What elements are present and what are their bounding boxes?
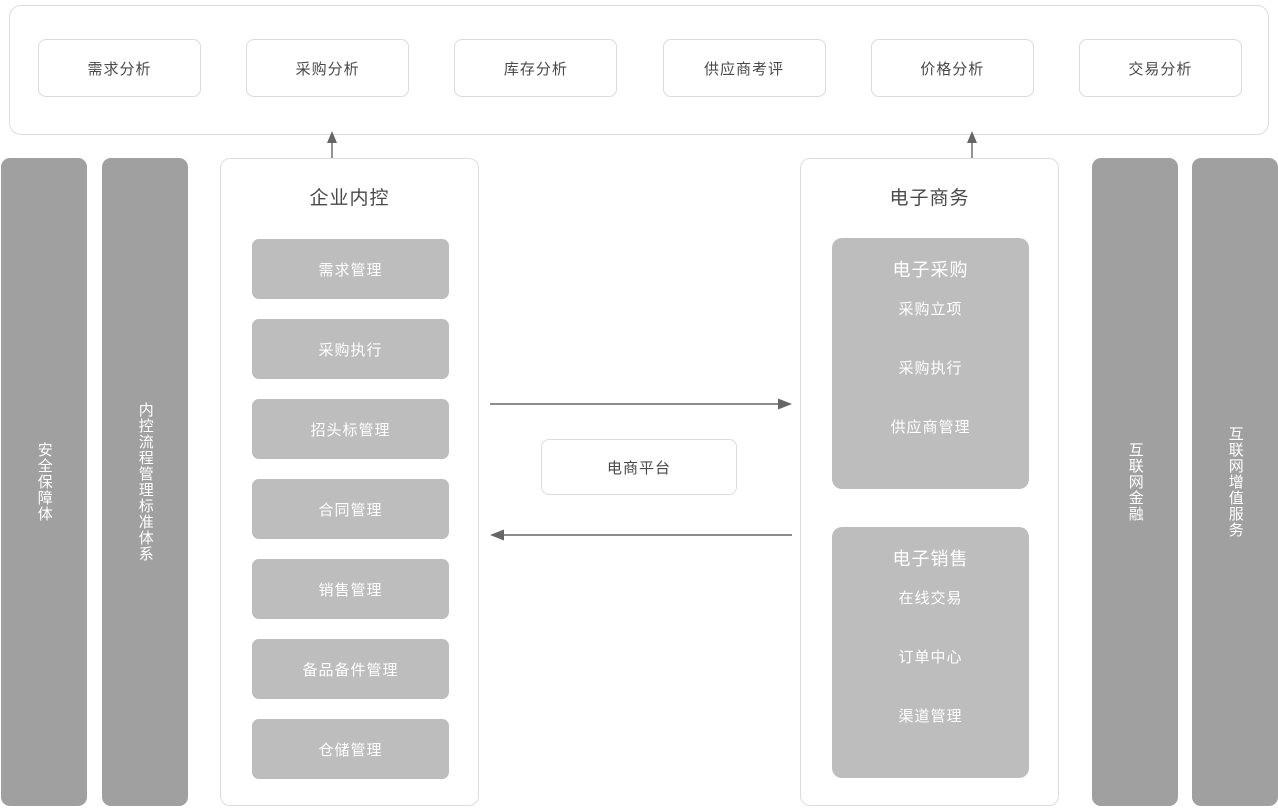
eprocurement-item-project-setup[interactable]: 采购立项 (898, 301, 963, 318)
platform-box[interactable]: 电商平台 (541, 439, 737, 495)
eprocurement-item-supplier-management[interactable]: 供应商管理 (890, 419, 971, 436)
esales-item-order-center[interactable]: 订单中心 (898, 649, 963, 666)
ecommerce-group-esales-title: 电子销售 (892, 549, 969, 569)
side-bar-internet-finance: 互联网金融 (1092, 158, 1178, 806)
analytics-chip-row: 需求分析 采购分析 库存分析 供应商考评 价格分析 交易分析 (38, 39, 1242, 97)
ecommerce-title: 电子商务 (889, 188, 970, 209)
side-bar-process-standard: 内控流程管理标准体系 (102, 158, 188, 806)
analytics-chip-transaction[interactable]: 交易分析 (1078, 39, 1242, 97)
side-bar-internet-value-added-service: 互联网增值服务 (1192, 158, 1278, 806)
arrow-internal-control-to-ecommerce (490, 398, 792, 410)
module-card-warehouse-management[interactable]: 仓储管理 (252, 719, 449, 779)
internal-control-module-list: 需求管理 采购执行 招头标管理 合同管理 销售管理 备品备件管理 仓储管理 (252, 239, 449, 779)
side-bar-internet-value-added-service-label: 互联网增值服务 (1226, 426, 1244, 538)
analytics-chip-supplier-review[interactable]: 供应商考评 (662, 39, 826, 97)
module-card-spare-parts-management[interactable]: 备品备件管理 (252, 639, 449, 699)
esales-item-channel-management[interactable]: 渠道管理 (898, 708, 963, 725)
module-card-procurement-execution[interactable]: 采购执行 (252, 319, 449, 379)
arrow-ecommerce-to-internal-control (490, 529, 792, 541)
ecommerce-panel: 电子商务 电子采购 采购立项 采购执行 供应商管理 电子销售 在线交易 订单中心… (800, 158, 1059, 806)
analytics-chip-price[interactable]: 价格分析 (870, 39, 1034, 97)
ecommerce-group-eprocurement[interactable]: 电子采购 采购立项 采购执行 供应商管理 (832, 238, 1029, 489)
side-bar-internet-finance-label: 互联网金融 (1126, 442, 1144, 522)
module-card-bidding-management[interactable]: 招头标管理 (252, 399, 449, 459)
analytics-chip-inventory[interactable]: 库存分析 (454, 39, 618, 97)
side-bar-security: 安全保障体 (1, 158, 87, 806)
esales-item-list: 在线交易 订单中心 渠道管理 (832, 587, 1029, 726)
analytics-chip-procurement[interactable]: 采购分析 (246, 39, 410, 97)
internal-control-panel: 企业内控 需求管理 采购执行 招头标管理 合同管理 销售管理 备品备件管理 仓储… (220, 158, 479, 806)
module-card-sales-management[interactable]: 销售管理 (252, 559, 449, 619)
eprocurement-item-execution[interactable]: 采购执行 (898, 360, 963, 377)
module-card-demand-management[interactable]: 需求管理 (252, 239, 449, 299)
ecommerce-group-eprocurement-title: 电子采购 (892, 260, 969, 280)
ecommerce-group-esales[interactable]: 电子销售 在线交易 订单中心 渠道管理 (832, 527, 1029, 778)
analytics-panel: 需求分析 采购分析 库存分析 供应商考评 价格分析 交易分析 (9, 5, 1269, 135)
side-bar-process-standard-label: 内控流程管理标准体系 (136, 402, 154, 562)
side-bar-security-label: 安全保障体 (35, 442, 53, 522)
internal-control-title: 企业内控 (309, 188, 390, 209)
analytics-chip-demand[interactable]: 需求分析 (38, 39, 201, 97)
esales-item-online-trading[interactable]: 在线交易 (898, 590, 963, 607)
module-card-contract-management[interactable]: 合同管理 (252, 479, 449, 539)
eprocurement-item-list: 采购立项 采购执行 供应商管理 (832, 298, 1029, 437)
